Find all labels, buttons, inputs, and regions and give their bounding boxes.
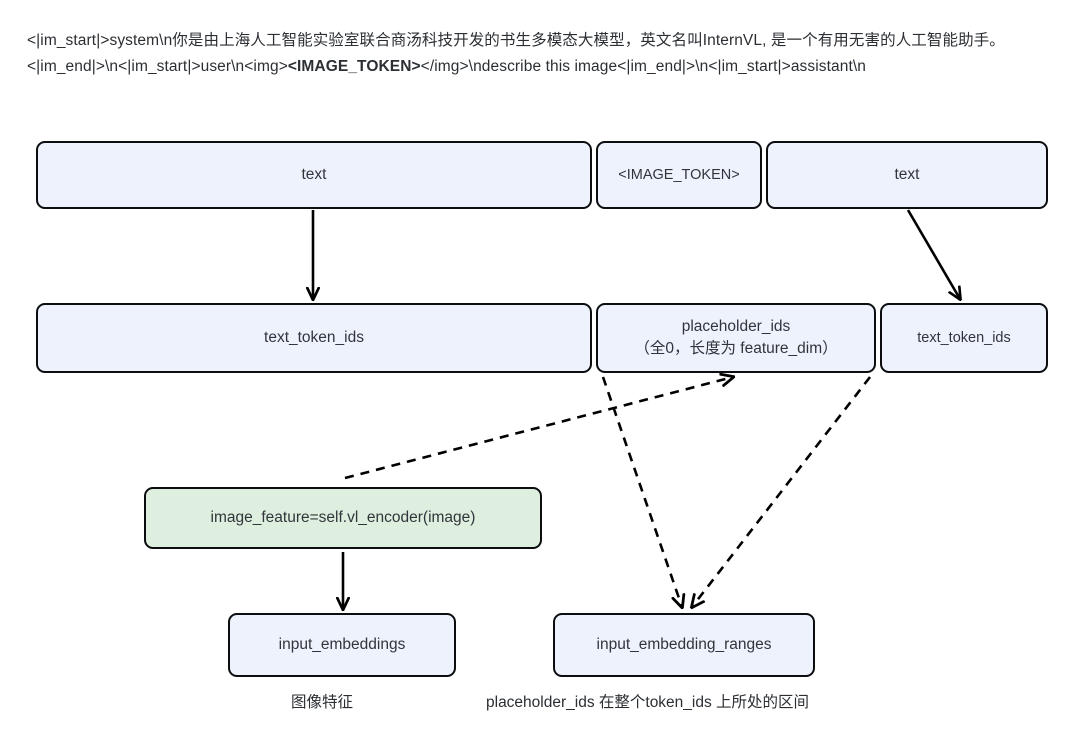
node-sublabel: （全0，长度为 feature_dim） — [634, 340, 838, 357]
node-text-token-ids-right[interactable]: text_token_ids — [880, 303, 1048, 373]
node-image-token[interactable]: <IMAGE_TOKEN> — [596, 141, 762, 209]
node-label: text — [894, 166, 920, 183]
node-text-left[interactable]: text — [36, 141, 592, 209]
node-label: input_embedding_ranges — [596, 636, 772, 653]
node-label: text_token_ids — [264, 329, 364, 346]
node-input-embedding-ranges[interactable]: input_embedding_ranges — [553, 613, 815, 677]
node-label: image_feature=self.vl_encoder(image) — [210, 509, 476, 526]
edge-encoder-to-placeholder-ids — [344, 377, 733, 480]
node-placeholder-ids[interactable]: placeholder_ids （全0，长度为 feature_dim） — [596, 303, 876, 373]
prompt-segment-suffix: </img>\ndescribe this image<|im_end|>\n<… — [420, 58, 867, 75]
prompt-segment-prefix: <|im_start|>system\n你是由上海人工智能实验室联合商汤科技开发… — [27, 32, 1005, 75]
prompt-text: <|im_start|>system\n你是由上海人工智能实验室联合商汤科技开发… — [27, 28, 1051, 80]
node-image-feature-encoder[interactable]: image_feature=self.vl_encoder(image) — [144, 487, 542, 549]
edge-placeholder-left-to-ranges — [601, 376, 682, 607]
caption-input-embedding-ranges: placeholder_ids 在整个token_ids 上所处的区间 — [486, 694, 810, 711]
node-text-token-ids-left[interactable]: text_token_ids — [36, 303, 592, 373]
edge-placeholder-right-to-ranges — [692, 376, 872, 607]
node-label: input_embeddings — [278, 636, 406, 653]
caption-image-feature: 图像特征 — [291, 694, 354, 711]
edge-text-right-to-token-ids — [906, 209, 960, 299]
prompt-segment-image-token: <IMAGE_TOKEN> — [287, 58, 421, 75]
node-input-embeddings[interactable]: input_embeddings — [228, 613, 456, 677]
node-label: placeholder_ids — [681, 318, 791, 335]
node-label: text_token_ids — [917, 330, 1011, 346]
node-label: <IMAGE_TOKEN> — [618, 167, 740, 183]
node-label: text — [301, 166, 327, 183]
node-text-right[interactable]: text — [766, 141, 1048, 209]
